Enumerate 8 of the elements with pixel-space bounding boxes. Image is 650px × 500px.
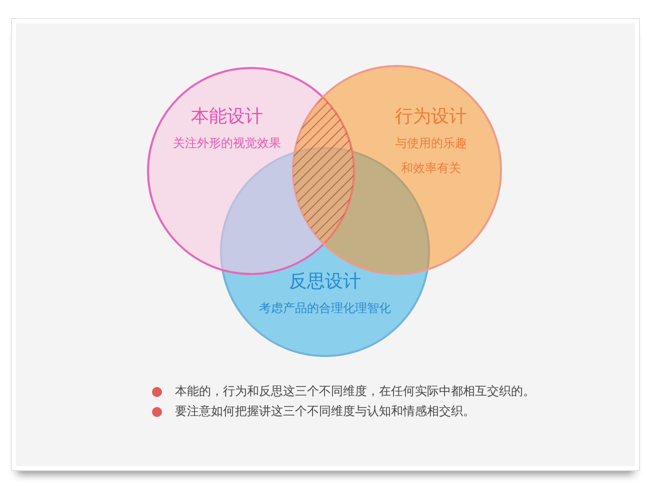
description-text: 与使用的乐趣和效率有关 (394, 134, 468, 176)
title-text: 行为设计 (394, 105, 468, 129)
bullet-text: 要注意如何把握讲这三个不同维度与认知和情感相交织。 (175, 403, 475, 420)
bullet-text: 本能的，行为和反思这三个不同维度，在任何实际中都相互交织的。 (175, 383, 535, 400)
title-text: 反思设计 (288, 270, 362, 294)
description-text: 关注外形的视觉效果 (172, 135, 282, 152)
description-text: 考虑产品的合理化理智化 (258, 300, 392, 317)
title-text: 本能设计 (190, 105, 264, 129)
